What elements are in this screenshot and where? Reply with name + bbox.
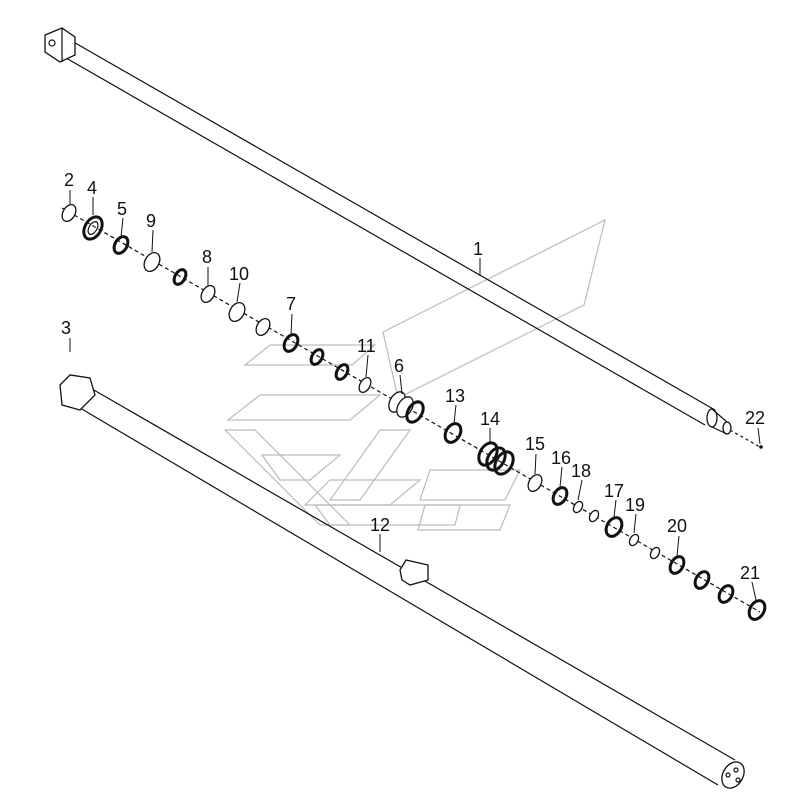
label-part-2: 2 bbox=[64, 170, 74, 190]
watermark-logo bbox=[223, 218, 606, 531]
assembly-axis bbox=[61, 207, 761, 613]
label-part-10: 10 bbox=[229, 264, 249, 284]
label-part-3: 3 bbox=[61, 318, 71, 338]
label-part-14: 14 bbox=[480, 409, 500, 429]
label-part-21: 21 bbox=[740, 563, 760, 583]
seal-rings bbox=[61, 203, 767, 621]
label-part-16: 16 bbox=[551, 448, 571, 468]
label-part-13: 13 bbox=[445, 386, 465, 406]
label-part-1: 1 bbox=[473, 239, 483, 259]
label-part-9: 9 bbox=[146, 211, 156, 231]
part-12-tube bbox=[59, 374, 745, 789]
label-part-7: 7 bbox=[286, 294, 296, 314]
label-part-15: 15 bbox=[525, 434, 545, 454]
label-part-5: 5 bbox=[117, 199, 127, 219]
label-part-22: 22 bbox=[745, 408, 765, 428]
label-part-19: 19 bbox=[625, 495, 645, 515]
label-part-6: 6 bbox=[394, 356, 404, 376]
label-part-12: 12 bbox=[370, 515, 390, 535]
leader-lines bbox=[69, 190, 761, 601]
label-part-17: 17 bbox=[604, 481, 624, 501]
part-labels: 1 2 3 4 5 6 7 8 9 10 11 12 13 14 15 16 1… bbox=[61, 170, 765, 583]
label-part-20: 20 bbox=[667, 516, 687, 536]
label-part-17-18: 18 bbox=[571, 461, 591, 481]
part-1-rod bbox=[44, 27, 763, 449]
label-part-4: 4 bbox=[87, 178, 97, 198]
label-part-8: 8 bbox=[202, 247, 212, 267]
label-part-11: 11 bbox=[357, 336, 376, 356]
